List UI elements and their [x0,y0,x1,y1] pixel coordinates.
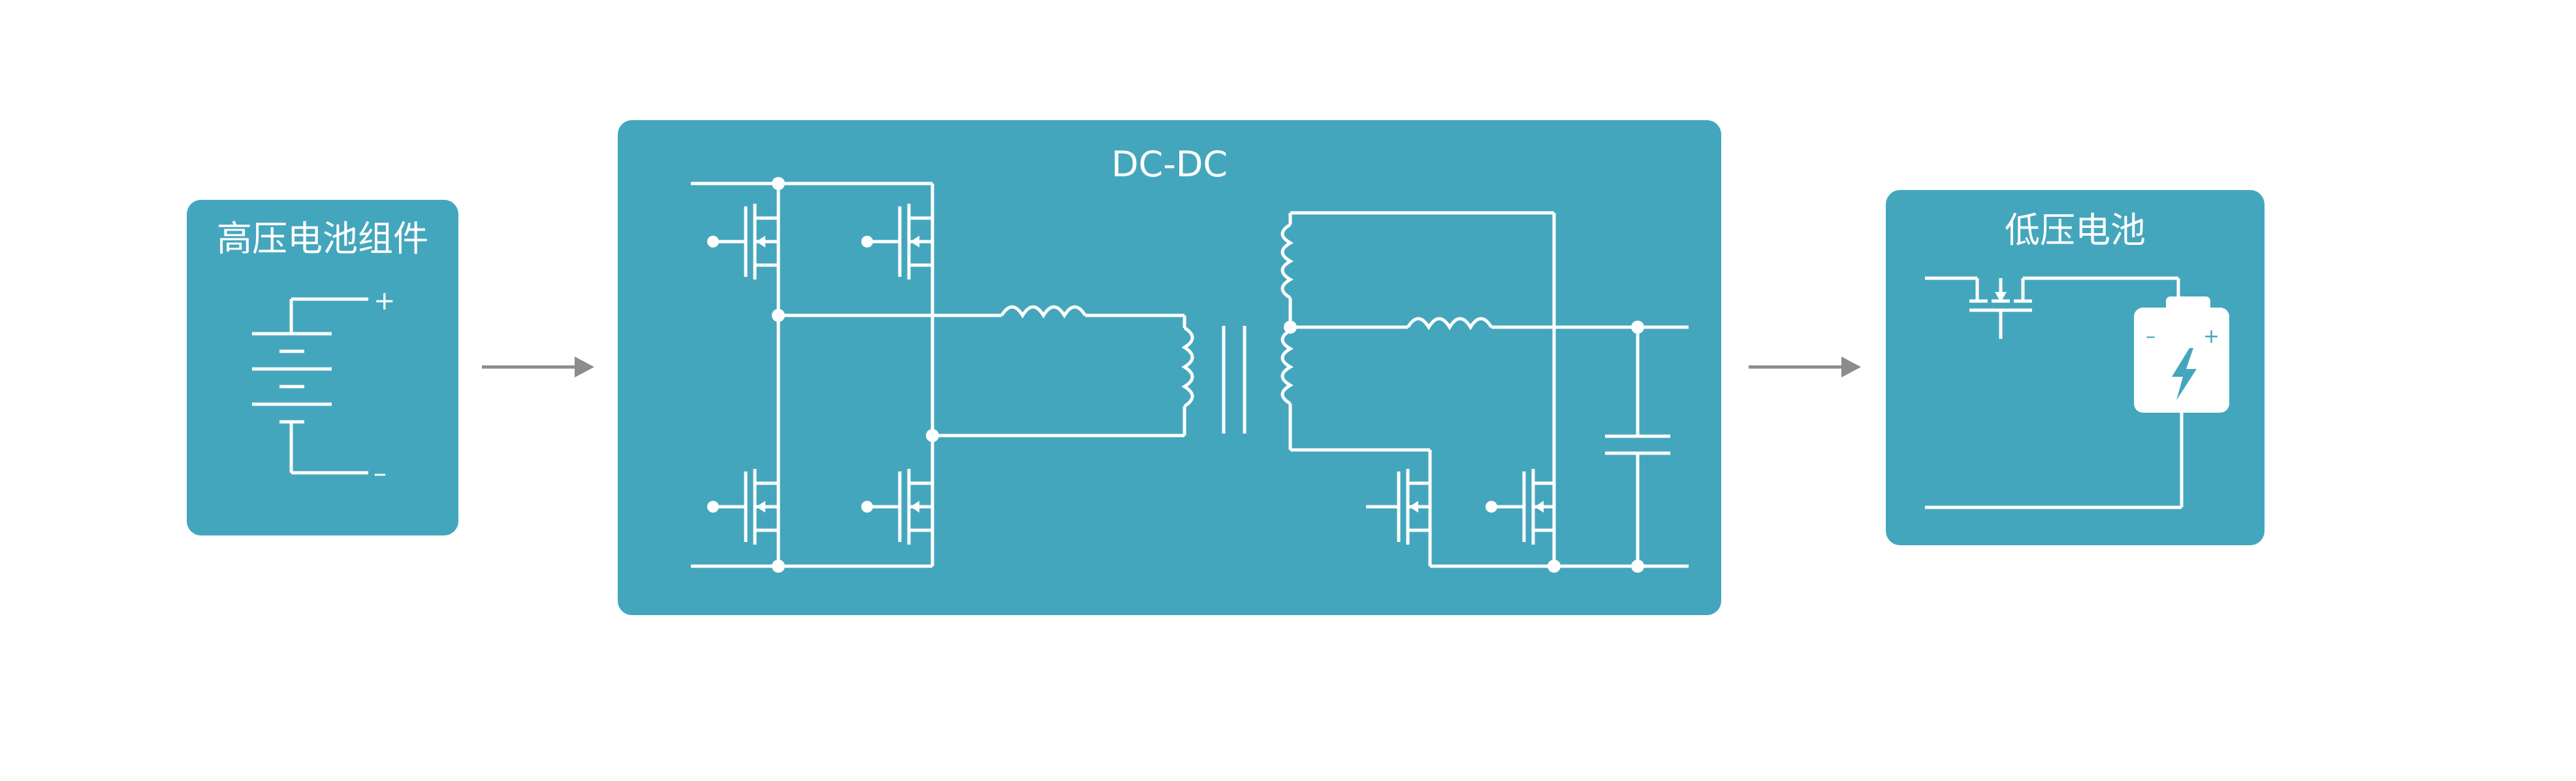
low-voltage-battery-block: 低压电池 – + [1886,190,2265,545]
high-voltage-battery-block: 高压电池组件 + – [187,200,458,535]
battery-stack-icon: + – [252,286,396,488]
dcdc-title: DC-DC [1111,144,1228,185]
dcdc-circuit [691,177,1689,573]
low-voltage-circuit: – + [1925,276,2229,509]
mosfet-icon [707,204,778,279]
high-voltage-battery-title: 高压电池组件 [217,218,428,259]
minus-sign: – [374,458,387,488]
mosfet-icon [707,469,778,545]
mosfet-icon [861,469,932,545]
mosfet-icon [861,204,932,279]
low-voltage-battery-title: 低压电池 [2005,210,2146,251]
mosfet-icon [1366,469,1430,545]
mosfet-icon [1486,469,1554,545]
capacitor-icon [1605,327,1670,566]
transformer-icon [1222,326,1247,434]
battery-bolt-icon: – + [2134,296,2229,413]
arrow-right-icon [482,357,594,377]
arrow-right-icon [1749,357,1861,377]
mosfet-icon [1925,276,2178,339]
plus-sign: + [374,286,396,316]
battery-plus-sign: + [2203,325,2219,348]
dcdc-block: DC-DC [618,120,1721,615]
battery-minus-sign: – [2146,325,2155,348]
